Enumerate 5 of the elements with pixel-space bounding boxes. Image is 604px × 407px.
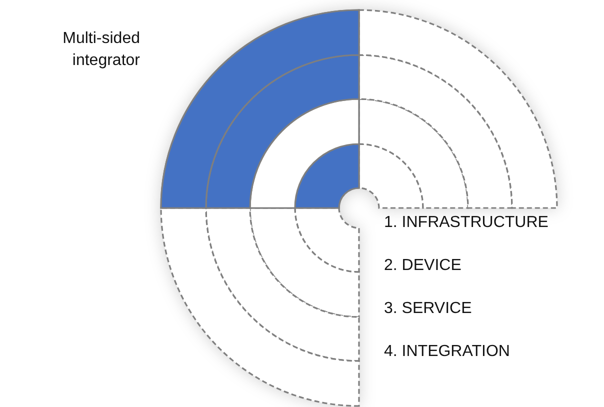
ring-legend-item: 2. DEVICE	[384, 256, 462, 276]
ring-legend-item: 4. INTEGRATION	[384, 342, 511, 362]
side-label: Multi-sided integrator	[62, 29, 140, 71]
ring-legend-item: 1. INFRASTRUCTURE	[384, 213, 550, 233]
ring-legend-item: 3. SERVICE	[384, 299, 473, 319]
